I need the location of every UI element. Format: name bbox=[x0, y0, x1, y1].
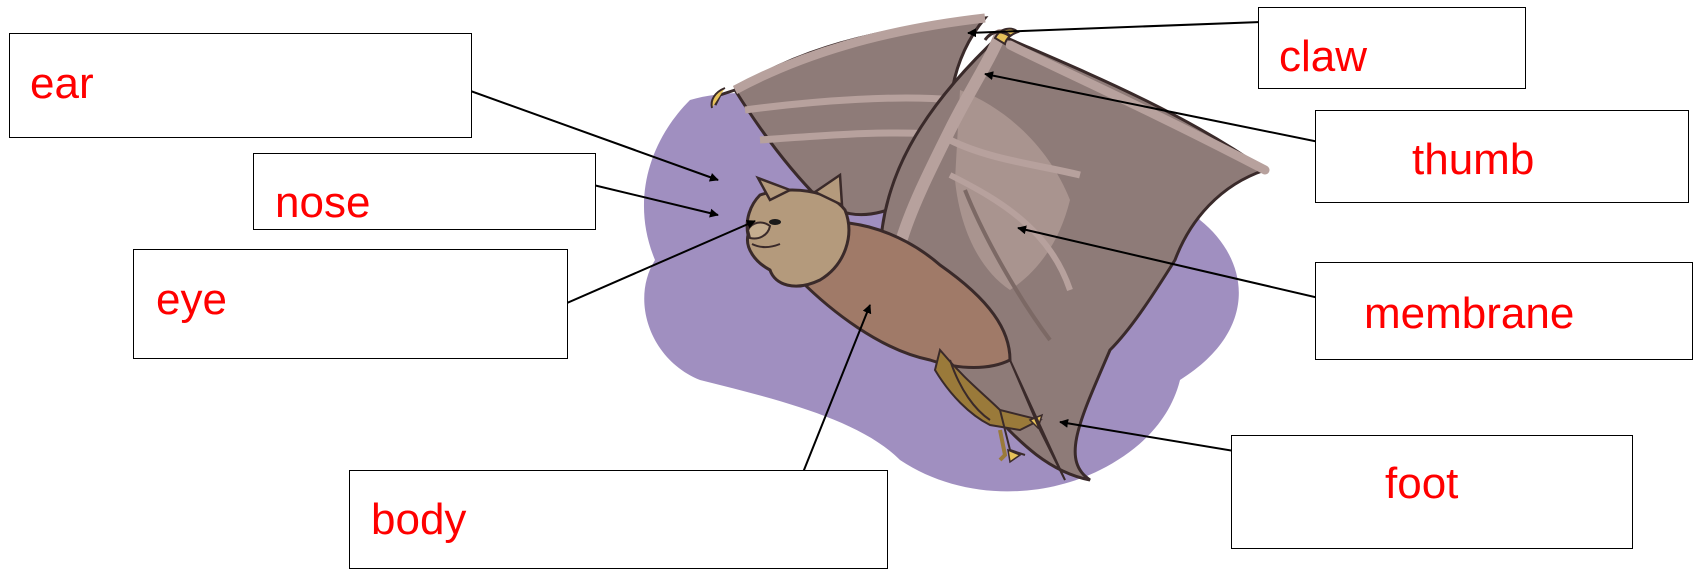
bat-ear bbox=[755, 175, 794, 202]
label-thumb: thumb bbox=[1412, 135, 1535, 184]
label-claw: claw bbox=[1279, 32, 1368, 81]
bat-legs bbox=[933, 347, 1043, 432]
label-body: body bbox=[371, 495, 467, 544]
label-nose: nose bbox=[275, 178, 371, 227]
label-box-thumb bbox=[1315, 110, 1689, 203]
label-box-ear bbox=[9, 33, 472, 138]
arrow-nose bbox=[584, 180, 719, 218]
arrow-claw bbox=[967, 16, 1289, 38]
label-box-foot bbox=[1231, 435, 1633, 549]
label-eye: eye bbox=[156, 275, 227, 324]
label-box-eye bbox=[133, 249, 568, 359]
label-box-nose bbox=[253, 153, 596, 230]
label-box-claw bbox=[1258, 7, 1526, 89]
label-ear: ear bbox=[30, 59, 94, 108]
arrow-body bbox=[796, 304, 872, 486]
label-membrane: membrane bbox=[1364, 289, 1575, 338]
label-box-body bbox=[349, 470, 888, 569]
arrow-thumb bbox=[984, 71, 1374, 156]
label-foot: foot bbox=[1385, 459, 1459, 508]
arrow-membrane bbox=[1017, 225, 1363, 311]
label-box-membrane bbox=[1315, 262, 1693, 360]
